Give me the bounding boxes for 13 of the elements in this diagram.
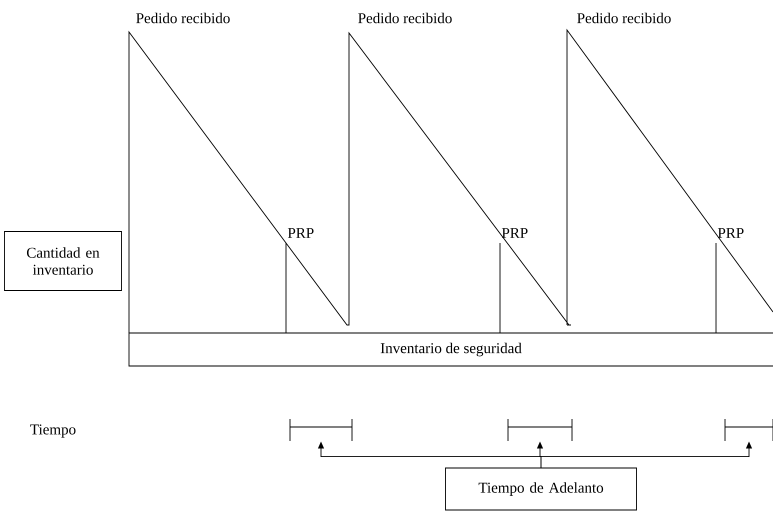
reorder-point-label: PRP: [502, 228, 528, 238]
lead-time-bracket: [290, 418, 352, 442]
event-label: Pedido recibido: [136, 12, 230, 24]
axis-label: Tiempo: [30, 424, 76, 438]
safety-stock-band: Inventario de seguridad: [128, 332, 773, 366]
axis-label-box: Cantidad en inventario: [4, 231, 122, 291]
event-label: Pedido recibido: [358, 12, 452, 24]
reorder-point-label: PRP: [718, 228, 744, 238]
lead-time-bracket: [508, 418, 572, 442]
event-label: Pedido recibido: [577, 12, 671, 24]
lead-time-box: Tiempo de Adelanto: [445, 468, 637, 510]
reorder-point-label: PRP: [288, 228, 314, 238]
lead-time-bracket: [724, 418, 773, 442]
